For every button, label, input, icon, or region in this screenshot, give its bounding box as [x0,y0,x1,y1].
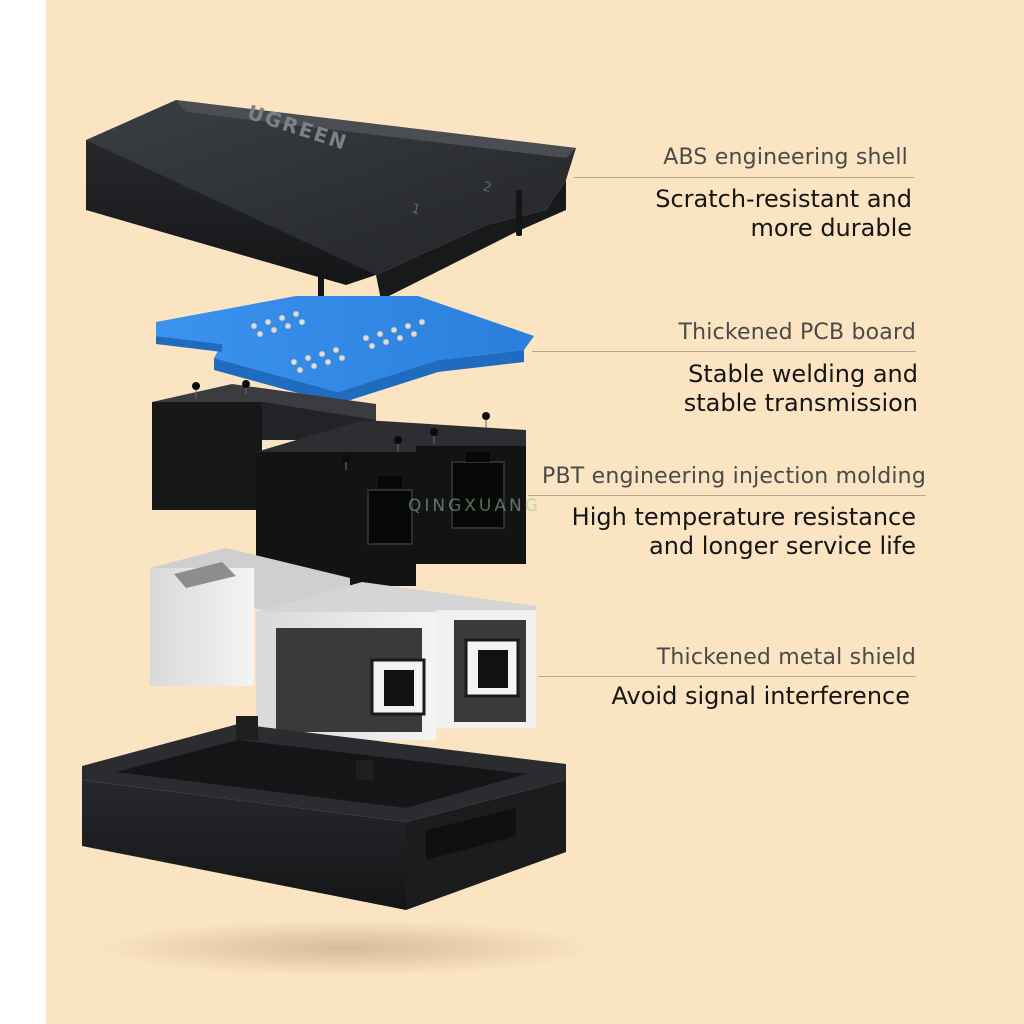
product-panel: UGREEN 1 2 [46,0,1024,1024]
feature-divider-2 [532,351,916,352]
feature-title-metal-shield: Thickened metal shield [656,645,916,670]
feature-divider-3 [528,495,926,496]
feature-desc-abs-shell: Scratch-resistant and more durable [655,185,912,242]
feature-divider-4 [538,676,916,677]
feature-desc-metal-shield: Avoid signal interference [611,682,910,710]
port-number-2: 2 [481,179,493,196]
feature-desc-pbt-molding: High temperature resistance and longer s… [571,503,916,560]
metal-shield [150,548,536,740]
bottom-shell [82,716,596,976]
feature-desc-pcb-board: Stable welding and stable transmission [683,360,918,417]
pcb-board [156,296,534,404]
feature-divider-1 [574,177,914,178]
watermark-text: QINGXUANG [408,496,541,516]
feature-title-abs-shell: ABS engineering shell [663,145,908,170]
port-number-1: 1 [410,201,422,218]
feature-title-pcb-board: Thickened PCB board [678,320,916,345]
top-shell [86,100,576,300]
exploded-product-illustration: UGREEN 1 2 [82,100,596,976]
feature-title-pbt-molding: PBT engineering injection molding [542,464,926,489]
